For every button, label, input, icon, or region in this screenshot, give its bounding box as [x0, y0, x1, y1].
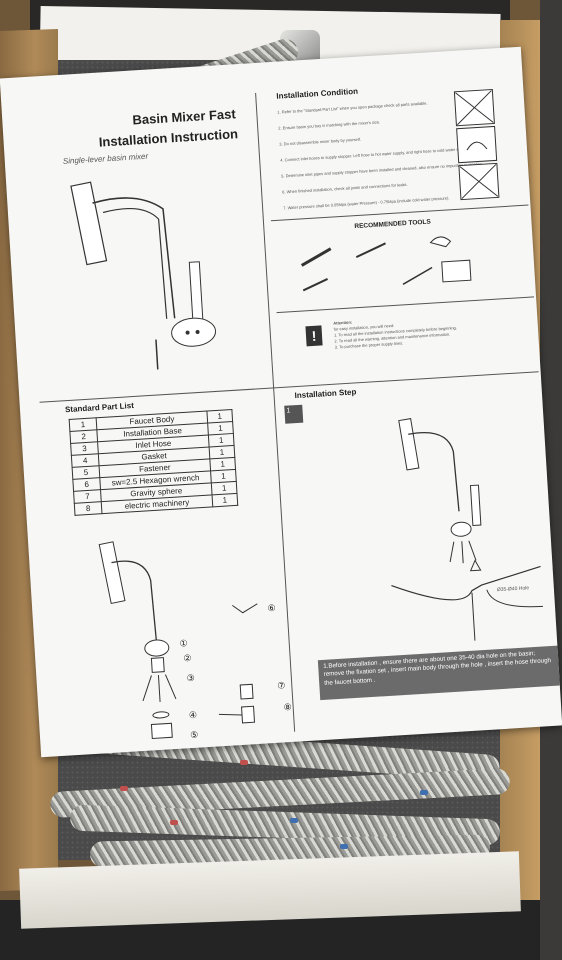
manual-tagline: Single-lever basin mixer [62, 151, 149, 166]
callout-5: ⑤ [189, 729, 199, 741]
installation-condition-heading: Installation Condition [276, 86, 359, 101]
installation-step-diagram [391, 418, 543, 641]
warning-pictograms [453, 88, 500, 201]
exploded-parts-diagram [98, 541, 258, 740]
tools-illustration [300, 236, 472, 292]
hose-coil [40, 720, 520, 880]
callout-6: ⑥ [267, 602, 276, 614]
callout-2: ② [183, 652, 192, 664]
instruction-sheet: Basin Mixer Fast Installation Instructio… [0, 46, 562, 758]
cold-water-marker [290, 818, 298, 823]
callout-4: ④ [188, 709, 198, 721]
installation-note: 1.Before installation , ensure there are… [317, 645, 560, 701]
cold-water-marker [340, 844, 348, 849]
condition-step: 1. Refer to the "Standard Part List" whe… [277, 100, 428, 115]
recommended-tools-heading: RECOMMENDED TOOLS [354, 218, 431, 231]
callout-8: ⑧ [283, 701, 293, 713]
condition-step: 5. Determine inlet pipes and supply stop… [281, 161, 484, 179]
callout-3: ③ [186, 672, 196, 684]
condition-step: 2. Ensure basin you buy is matching with… [278, 119, 381, 131]
faucet-illustration [70, 181, 217, 370]
condition-step: 7. Water pressure shall be 0.05Mpa (wate… [283, 195, 450, 211]
hot-water-marker [170, 820, 178, 825]
callout-7: ⑦ [277, 680, 286, 691]
hot-water-marker [120, 786, 128, 791]
part-list-heading: Standard Part List [64, 400, 135, 415]
attention-icon: ! [305, 325, 323, 347]
installation-step-heading: Installation Step [294, 387, 357, 401]
manual-subtitle: Installation Instruction [98, 126, 239, 150]
hot-water-marker [240, 760, 248, 765]
condition-step: 6. When finished installation, check all… [282, 181, 408, 195]
cold-water-marker [420, 790, 428, 795]
condition-step: 3. Do not disassemble mixer body by your… [279, 136, 362, 147]
condition-step: 4. Connect inlet hoses to supply stopper… [280, 146, 469, 163]
callout-1: ① [179, 638, 188, 649]
step-number-badge: 1 [284, 404, 304, 424]
manual-title: Basin Mixer Fast [132, 106, 237, 128]
divider-horizontal [39, 371, 539, 403]
